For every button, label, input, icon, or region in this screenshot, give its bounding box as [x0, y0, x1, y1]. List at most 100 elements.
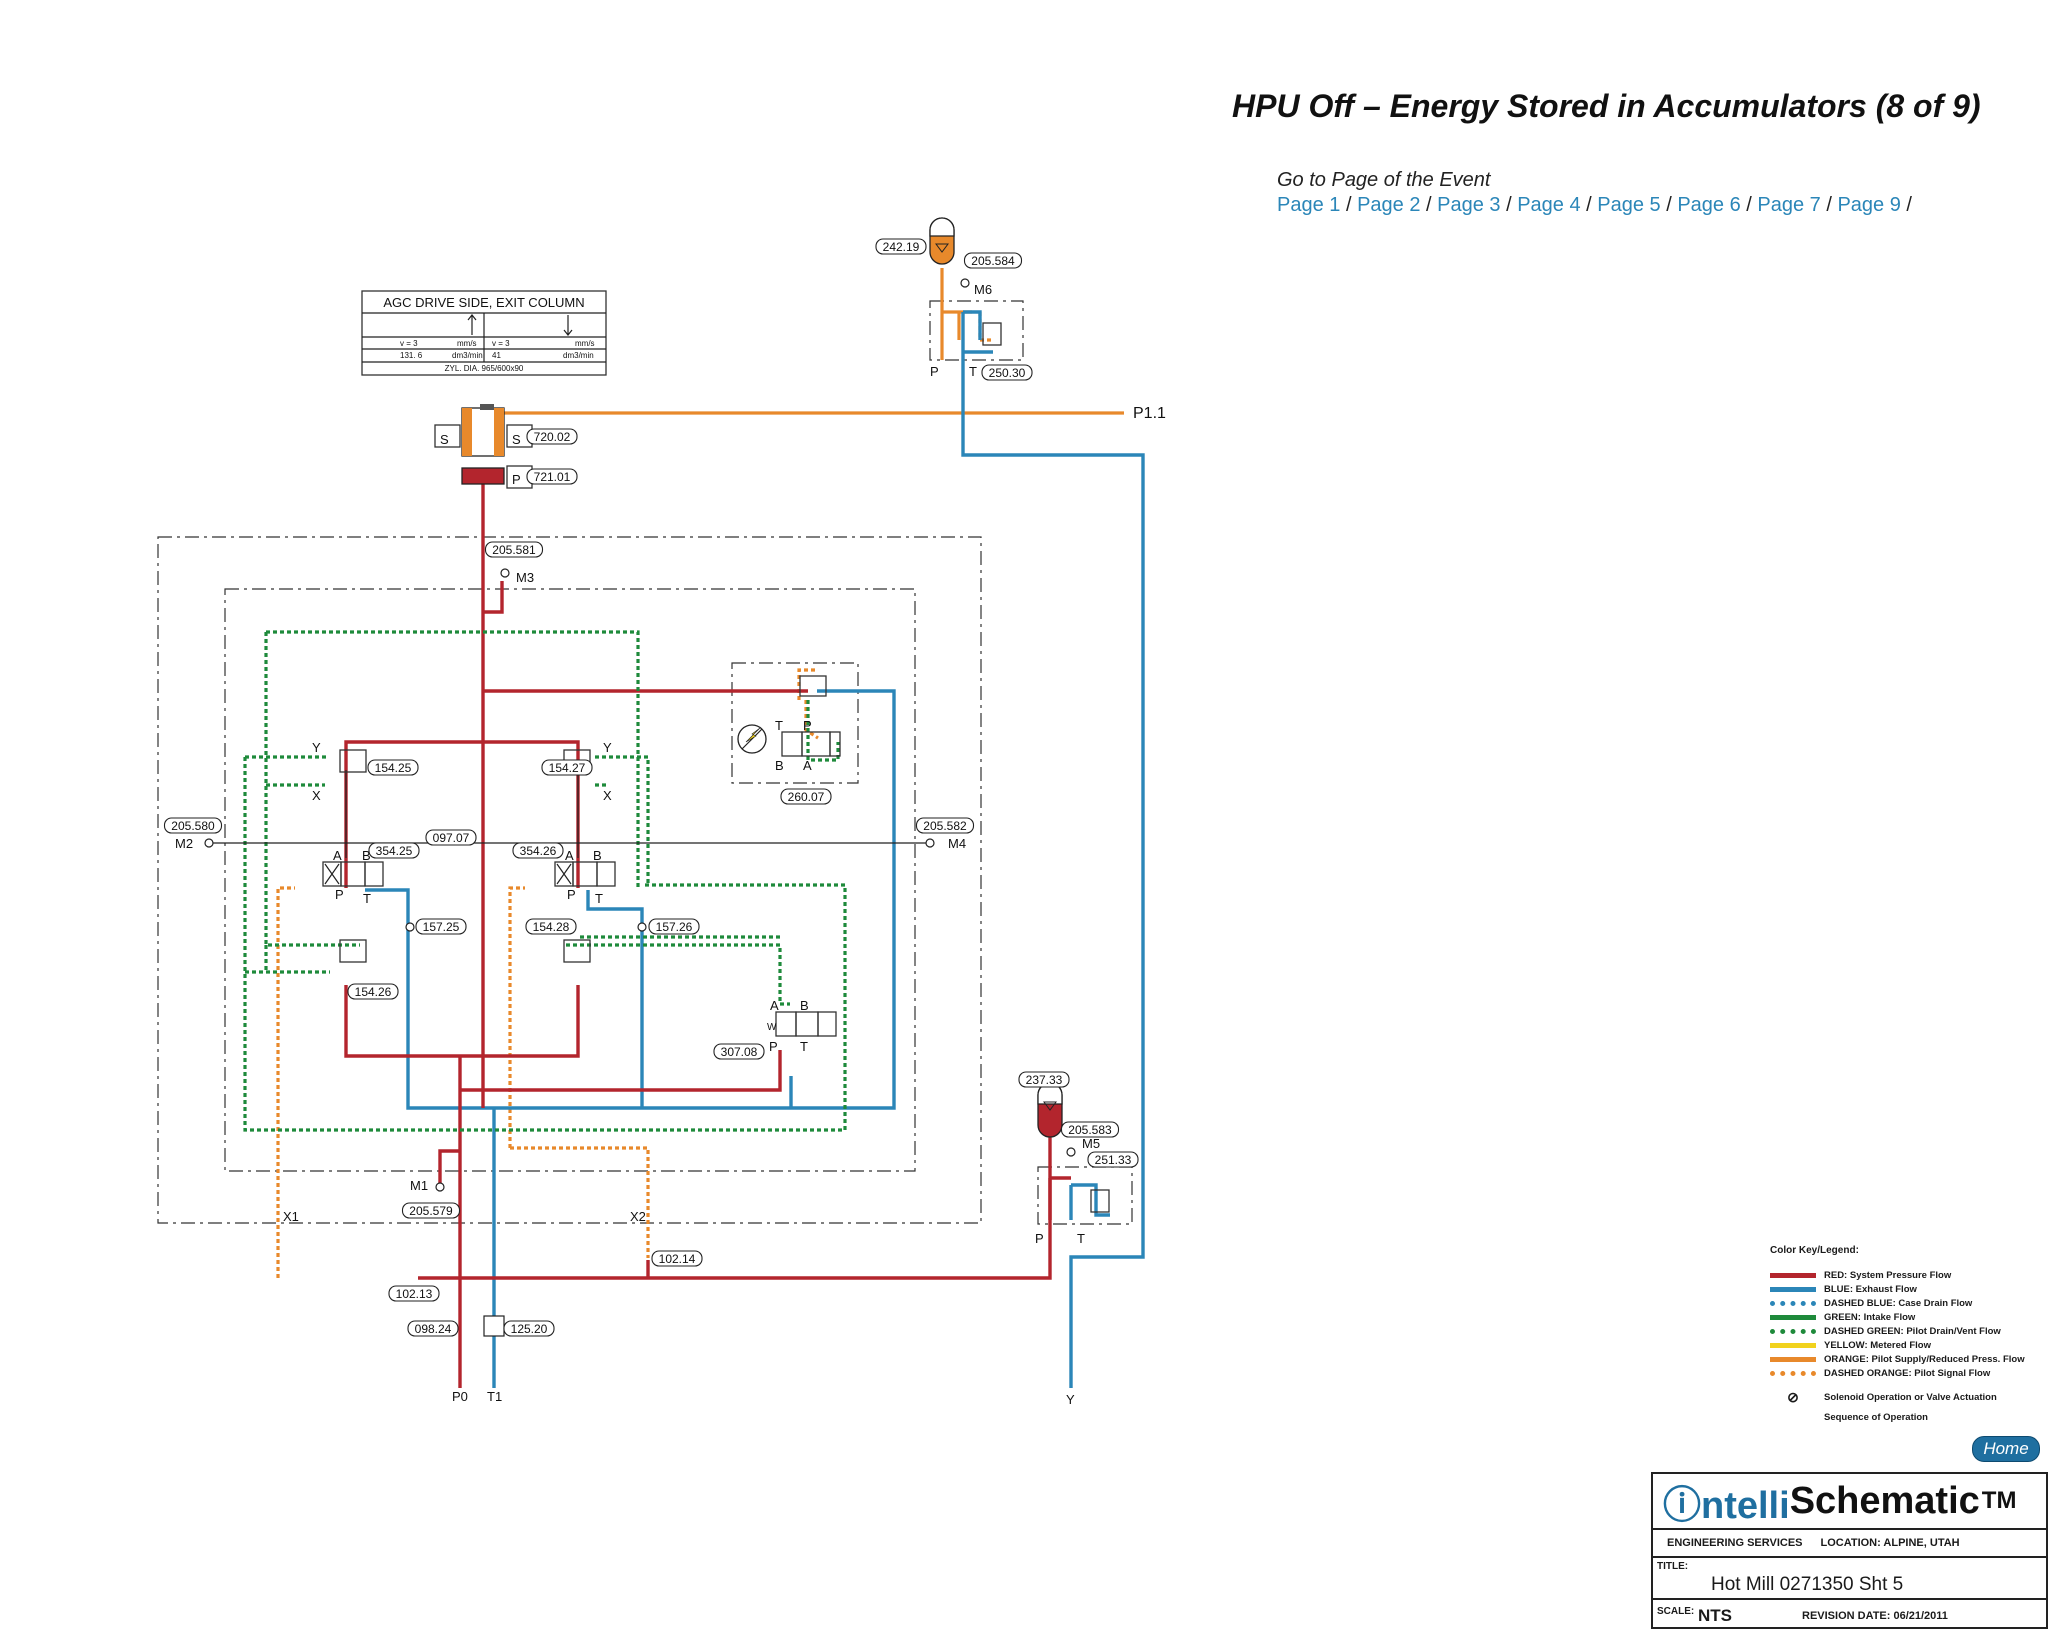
- page-link-4[interactable]: Page 4: [1517, 194, 1581, 216]
- svg-text:X: X: [603, 788, 612, 803]
- legend-item: ORANGE: Pilot Supply/Reduced Press. Flow: [1770, 1352, 2050, 1366]
- svg-text:mm/s: mm/s: [575, 339, 595, 348]
- svg-text:237.33: 237.33: [1026, 1073, 1063, 1087]
- legend-label: ORANGE: Pilot Supply/Reduced Press. Flow: [1824, 1353, 2025, 1365]
- legend-label: DASHED GREEN: Pilot Drain/Vent Flow: [1824, 1325, 2001, 1337]
- label-m1: M1: [410, 1178, 428, 1193]
- legend-swatch: [1770, 1356, 1816, 1362]
- svg-text:X2: X2: [630, 1209, 646, 1224]
- cylinder: S S P: [434, 404, 533, 489]
- svg-text:102.13: 102.13: [396, 1287, 433, 1301]
- svg-text:131. 6: 131. 6: [400, 351, 423, 360]
- svg-text:154.28: 154.28: [533, 920, 570, 934]
- svg-text:B: B: [593, 848, 602, 863]
- solenoid-icon: ⊘: [1787, 1388, 1799, 1405]
- label-t1: T1: [487, 1389, 502, 1404]
- home-button[interactable]: Home: [1972, 1436, 2040, 1462]
- legend-label: GREEN: Intake Flow: [1824, 1311, 1916, 1323]
- svg-text:307.08: 307.08: [721, 1045, 758, 1059]
- page-links: Page 1 / Page 2 / Page 3 / Page 4 / Page…: [1277, 194, 1912, 216]
- legend-swatch: [1770, 1328, 1816, 1334]
- svg-text:dm3/min: dm3/min: [452, 351, 483, 360]
- tag-260.07: 260.07: [780, 788, 832, 805]
- svg-text:A: A: [803, 758, 812, 773]
- svg-text:250.30: 250.30: [989, 366, 1026, 380]
- svg-text:354.25: 354.25: [376, 844, 413, 858]
- tag-354.25: 354.25: [368, 842, 420, 859]
- svg-text:X: X: [312, 788, 321, 803]
- svg-text:A: A: [770, 998, 779, 1013]
- accumulator-bottom: [1037, 1082, 1063, 1138]
- legend-swatch: [1770, 1272, 1816, 1278]
- tag-154.27: 154.27: [541, 759, 593, 776]
- legend-swatch: [1770, 1300, 1816, 1306]
- engineering-row: ENGINEERING SERVICES LOCATION: ALPINE, U…: [1653, 1530, 2046, 1558]
- tag-097.07: 097.07: [425, 829, 477, 846]
- page-link-7[interactable]: Page 7: [1757, 194, 1821, 216]
- color-legend: Color Key/Legend: RED: System Pressure F…: [1770, 1245, 2050, 1424]
- svg-text:X1: X1: [283, 1209, 299, 1224]
- svg-text:154.25: 154.25: [375, 761, 412, 775]
- svg-text:157.25: 157.25: [423, 920, 460, 934]
- label-p1-1: P1.1: [1133, 405, 1166, 422]
- page-link-2[interactable]: Page 2: [1357, 194, 1421, 216]
- tag-237.33: 237.33: [1018, 1071, 1070, 1088]
- title-row: TITLE: Hot Mill 0271350 Sht 5: [1653, 1558, 2046, 1600]
- legend-swatch: [1770, 1286, 1816, 1292]
- legend-swatch: [1770, 1342, 1816, 1348]
- tag-721.01: 721.01: [526, 468, 578, 485]
- tag-205.582: 205.582: [915, 817, 975, 834]
- svg-text:P: P: [335, 887, 344, 902]
- svg-text:W: W: [767, 1022, 777, 1033]
- page-link-1[interactable]: Page 1: [1277, 194, 1341, 216]
- tag-154.25: 154.25: [367, 759, 419, 776]
- svg-text:Y: Y: [1066, 1392, 1075, 1407]
- svg-text:T: T: [595, 891, 603, 906]
- svg-text:205.582: 205.582: [923, 819, 967, 833]
- tag-205.581: 205.581: [484, 541, 544, 558]
- svg-text:205.584: 205.584: [971, 254, 1015, 268]
- svg-text:260.07: 260.07: [788, 790, 825, 804]
- tag-242.19: 242.19: [875, 238, 927, 255]
- legend-label: DASHED ORANGE: Pilot Signal Flow: [1824, 1367, 1991, 1379]
- svg-text:S: S: [512, 432, 521, 447]
- svg-text:ZYL. DIA. 965/600x90: ZYL. DIA. 965/600x90: [445, 364, 524, 373]
- tag-720.02: 720.02: [526, 428, 578, 445]
- svg-text:P: P: [769, 1039, 778, 1054]
- valve-307: [775, 1011, 837, 1037]
- drawing-title: Hot Mill 0271350 Sht 5: [1711, 1574, 1904, 1595]
- page-link-9[interactable]: Page 9: [1837, 194, 1901, 216]
- svg-text:102.14: 102.14: [659, 1252, 696, 1266]
- svg-text:P: P: [930, 364, 939, 379]
- legend-label: RED: System Pressure Flow: [1824, 1269, 1952, 1281]
- svg-text:Y: Y: [603, 740, 612, 755]
- svg-text:M3: M3: [516, 570, 534, 585]
- svg-text:251.33: 251.33: [1095, 1153, 1132, 1167]
- legend-sequence: Sequence of Operation: [1824, 1411, 1928, 1423]
- svg-text:154.27: 154.27: [549, 761, 586, 775]
- svg-text:P: P: [1035, 1231, 1044, 1246]
- svg-text:098.24: 098.24: [415, 1322, 452, 1336]
- tag-307.08: 307.08: [713, 1043, 765, 1060]
- svg-text:dm3/min: dm3/min: [563, 351, 594, 360]
- svg-text:B: B: [362, 848, 371, 863]
- tag-102.14: 102.14: [651, 1250, 703, 1267]
- svg-text:v = 3: v = 3: [492, 339, 510, 348]
- outer-boundary: [157, 536, 982, 1224]
- tag-205.579: 205.579: [401, 1202, 461, 1219]
- svg-text:T: T: [363, 891, 371, 906]
- tag-098.24: 098.24: [407, 1320, 459, 1337]
- svg-text:T: T: [800, 1039, 808, 1054]
- tag-154.28: 154.28: [525, 918, 577, 935]
- legend-item: DASHED BLUE: Case Drain Flow: [1770, 1296, 2050, 1310]
- legend-item: DASHED GREEN: Pilot Drain/Vent Flow: [1770, 1324, 2050, 1338]
- svg-text:154.26: 154.26: [355, 985, 392, 999]
- page-link-3[interactable]: Page 3: [1437, 194, 1501, 216]
- page-link-5[interactable]: Page 5: [1597, 194, 1661, 216]
- svg-text:125.20: 125.20: [511, 1322, 548, 1336]
- page-link-6[interactable]: Page 6: [1677, 194, 1741, 216]
- svg-text:205.583: 205.583: [1068, 1123, 1112, 1137]
- svg-text:Y: Y: [312, 740, 321, 755]
